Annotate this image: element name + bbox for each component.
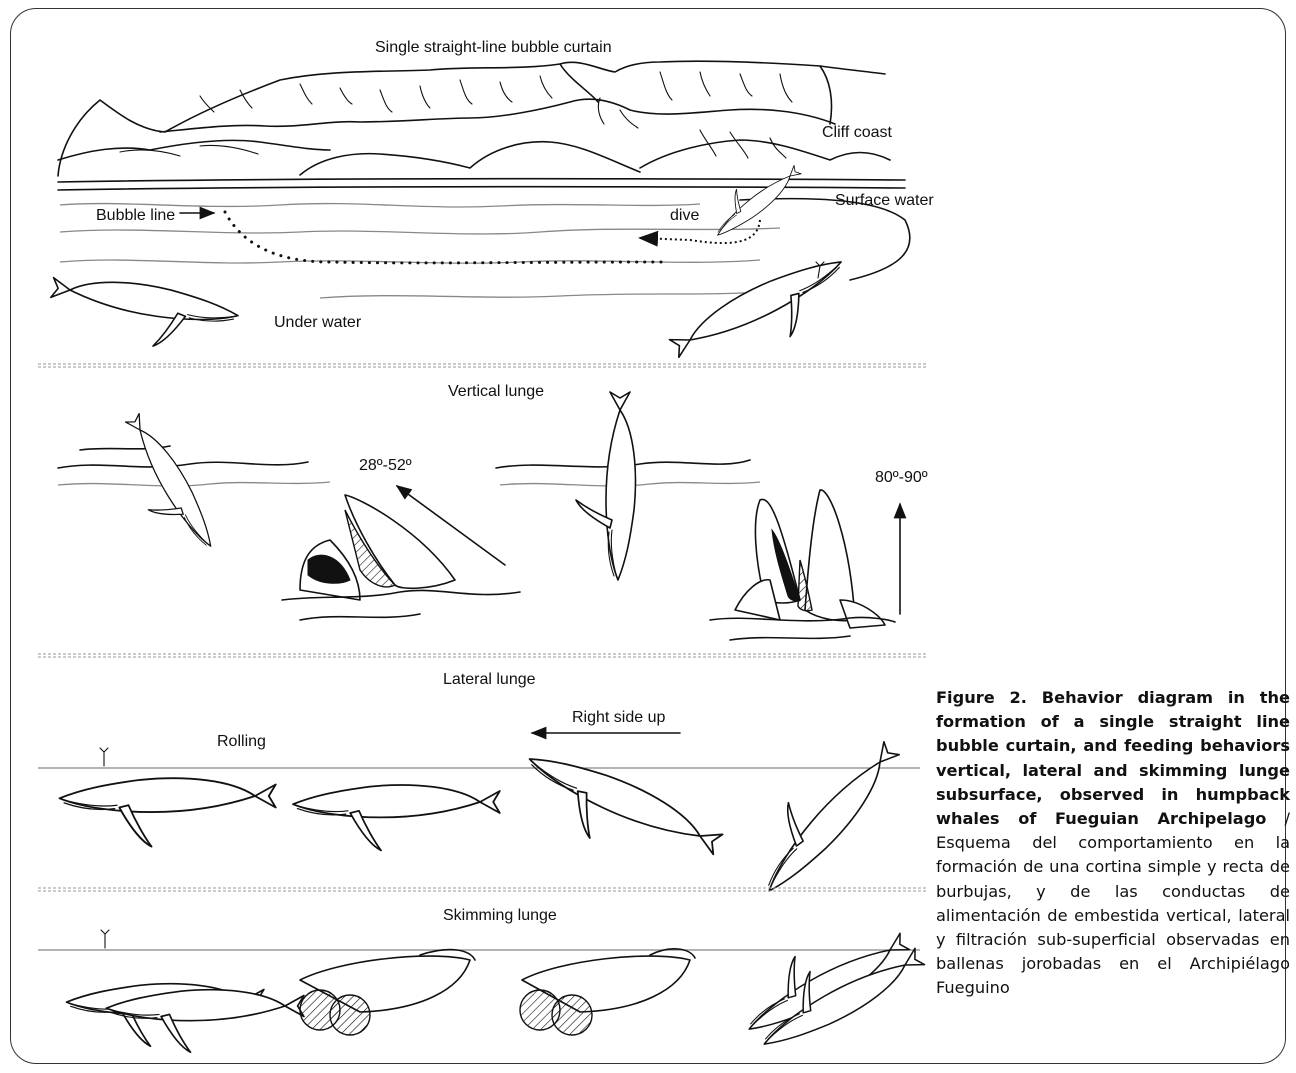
spout-icon-3: [101, 930, 109, 948]
bubble-line-label: Bubble line: [96, 207, 175, 224]
cliff-coast-label: Cliff coast: [822, 124, 893, 141]
skimming-whale-pair-2: [300, 950, 475, 1035]
bubble-curtain-section: Single straight-line bubble curtain Clif…: [46, 39, 934, 387]
lateral-whale-1: [60, 778, 276, 846]
caption-spanish: Esquema del comportamiento en la formaci…: [936, 833, 1290, 997]
lateral-whale-3: [510, 742, 725, 889]
bubble-curtain-title: Single straight-line bubble curtain: [375, 39, 612, 56]
caption-english: Figure 2. Behavior diagram in the format…: [936, 688, 1290, 828]
skimming-whale-pair-3: [520, 949, 695, 1035]
angle-label-right: 80º-90º: [875, 469, 928, 486]
vertical-lunge-section: Vertical lunge 28º-52º: [58, 383, 928, 640]
under-water-label: Under water: [274, 314, 362, 331]
lateral-lunge-section: Lateral lunge Right side up Rolling: [38, 671, 920, 902]
vl-wave-1: [58, 462, 308, 468]
lateral-whale-4: [737, 720, 903, 902]
lateral-lunge-title: Lateral lunge: [443, 671, 536, 688]
lateral-whale-2: [293, 785, 500, 850]
cliff-coast-illustration: [58, 61, 890, 176]
vertical-lunge-title: Vertical lunge: [448, 383, 544, 400]
angle-label-left: 28º-52º: [359, 457, 412, 474]
vertical-lunge-whale-left: [103, 411, 223, 564]
skimming-lunge-section: Skimming lunge: [38, 905, 927, 1058]
water-wave-4: [320, 292, 760, 298]
right-side-up-label: Right side up: [572, 709, 665, 726]
figure-caption: Figure 2. Behavior diagram in the format…: [936, 686, 1290, 1001]
spout-icon-2: [100, 748, 108, 766]
vertical-lunge-whale-right: [576, 392, 635, 580]
open-mouth-whale-right: [710, 490, 895, 640]
water-wave-2: [60, 228, 780, 234]
rolling-label: Rolling: [217, 733, 266, 750]
underwater-whale-right: [667, 247, 861, 388]
skimming-lunge-title: Skimming lunge: [443, 907, 557, 924]
bubble-line-dots: [225, 212, 665, 263]
surface-water-label: Surface water: [835, 192, 934, 209]
open-mouth-whale-left: [282, 495, 520, 620]
dive-label: dive: [670, 207, 699, 224]
underwater-whale-left: [46, 272, 240, 357]
caption-separator: /: [1266, 809, 1290, 828]
vl-wave-2: [58, 482, 330, 486]
